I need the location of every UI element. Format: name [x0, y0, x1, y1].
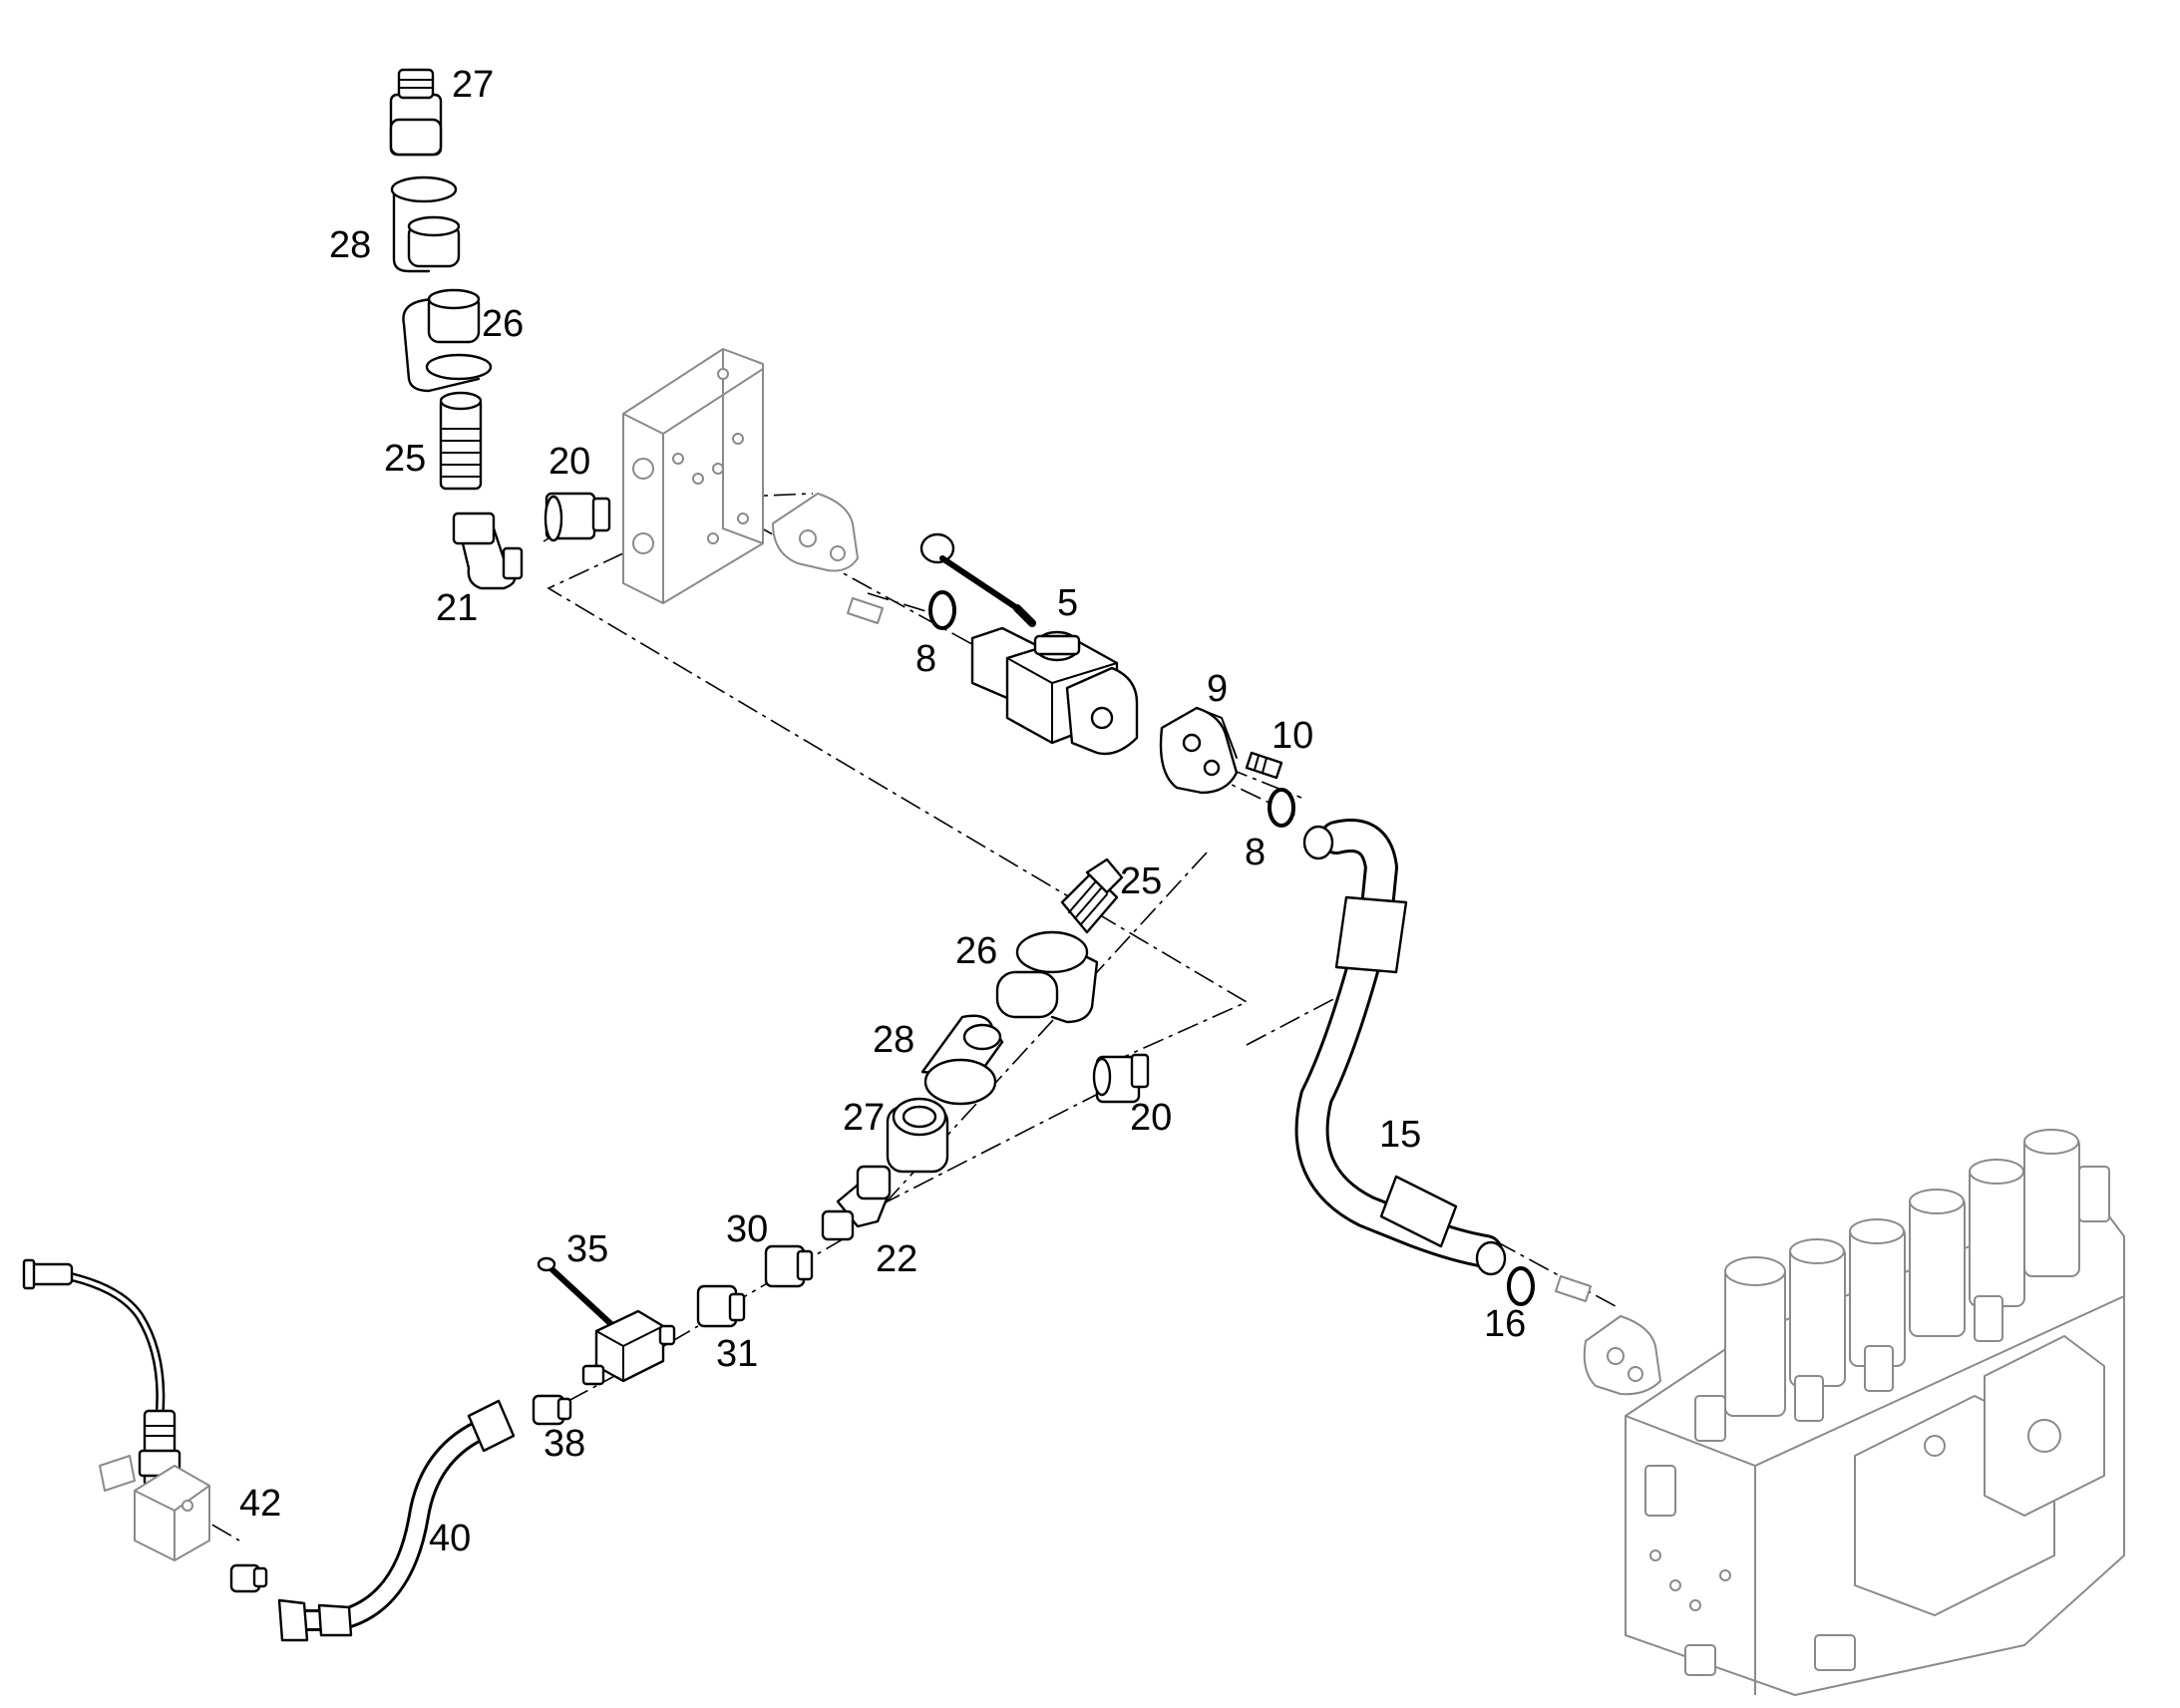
callout-28: 28: [873, 1019, 914, 1061]
adapter-20-lower: [1092, 1053, 1150, 1104]
top-nipple-25: [439, 391, 483, 491]
callout-35: 35: [566, 1228, 608, 1270]
callout-25: 25: [1120, 860, 1162, 902]
right-flange-half: [1583, 1315, 1661, 1396]
callout-26: 26: [955, 930, 997, 972]
control-valve-block: [1625, 1129, 2125, 1696]
right-bolt: [1555, 1275, 1592, 1302]
callout-8: 8: [1245, 832, 1266, 873]
pressure-switch-cable: [22, 1258, 166, 1421]
callout-40: 40: [429, 1518, 471, 1559]
small-hose-40: [277, 1399, 516, 1642]
callout-10: 10: [1272, 715, 1313, 757]
callout-31: 31: [716, 1333, 758, 1375]
bolt-10: [1245, 751, 1283, 780]
top-coupling-27: [389, 68, 443, 157]
callout-5: 5: [1057, 582, 1078, 624]
adapter-38: [532, 1394, 572, 1426]
lower-dust-cap-26: [995, 930, 1099, 1024]
callout-15: 15: [1379, 1114, 1421, 1156]
callout-9: 9: [1207, 668, 1228, 710]
callout-25: 25: [384, 438, 426, 480]
elbow-fitting-21: [452, 512, 524, 590]
tee-fitting-22: [821, 1165, 892, 1241]
callout-8: 8: [915, 638, 936, 680]
adapter-42: [229, 1563, 268, 1593]
o-ring-8a: [928, 590, 956, 630]
callout-28: 28: [329, 224, 371, 266]
ghost-bolt: [847, 597, 884, 624]
callout-22: 22: [876, 1238, 917, 1280]
callout-26: 26: [482, 303, 524, 345]
ball-valve-35: [537, 1256, 676, 1386]
assembly-axis-lines: [179, 468, 1617, 1541]
callout-27: 27: [452, 64, 494, 106]
adapter-20-top: [544, 492, 611, 542]
solenoid-cartridges: [1694, 1129, 2110, 1442]
o-ring-16: [1507, 1266, 1535, 1306]
switch-bracket: [99, 1455, 210, 1561]
callout-labels: 27 28 26 25 20 21 5 8 9 10 8 25 26 28 27…: [239, 64, 1526, 1559]
o-ring-8b: [1268, 788, 1295, 828]
lower-dust-cap-28: [920, 1014, 1004, 1106]
ball-valve-5: [919, 532, 1139, 756]
lower-nipple-25: [1060, 857, 1124, 934]
callout-30: 30: [726, 1208, 768, 1250]
lower-coupling-27: [886, 1097, 949, 1174]
top-dust-cap-26: [402, 288, 493, 393]
callout-27: 27: [843, 1097, 885, 1139]
callout-21: 21: [436, 587, 478, 629]
mounting-plate: [622, 348, 764, 604]
adapter-30: [764, 1244, 814, 1288]
top-dust-cap-28: [390, 175, 461, 273]
adapter-31: [696, 1284, 746, 1328]
flange-half-9: [1159, 706, 1239, 795]
callout-20: 20: [1130, 1097, 1172, 1139]
flange-half-ghost: [772, 493, 859, 572]
callout-20: 20: [548, 441, 590, 483]
callout-16: 16: [1484, 1303, 1526, 1345]
callout-42: 42: [239, 1483, 281, 1525]
main-hose-15: [1294, 819, 1507, 1276]
callout-38: 38: [544, 1423, 585, 1465]
